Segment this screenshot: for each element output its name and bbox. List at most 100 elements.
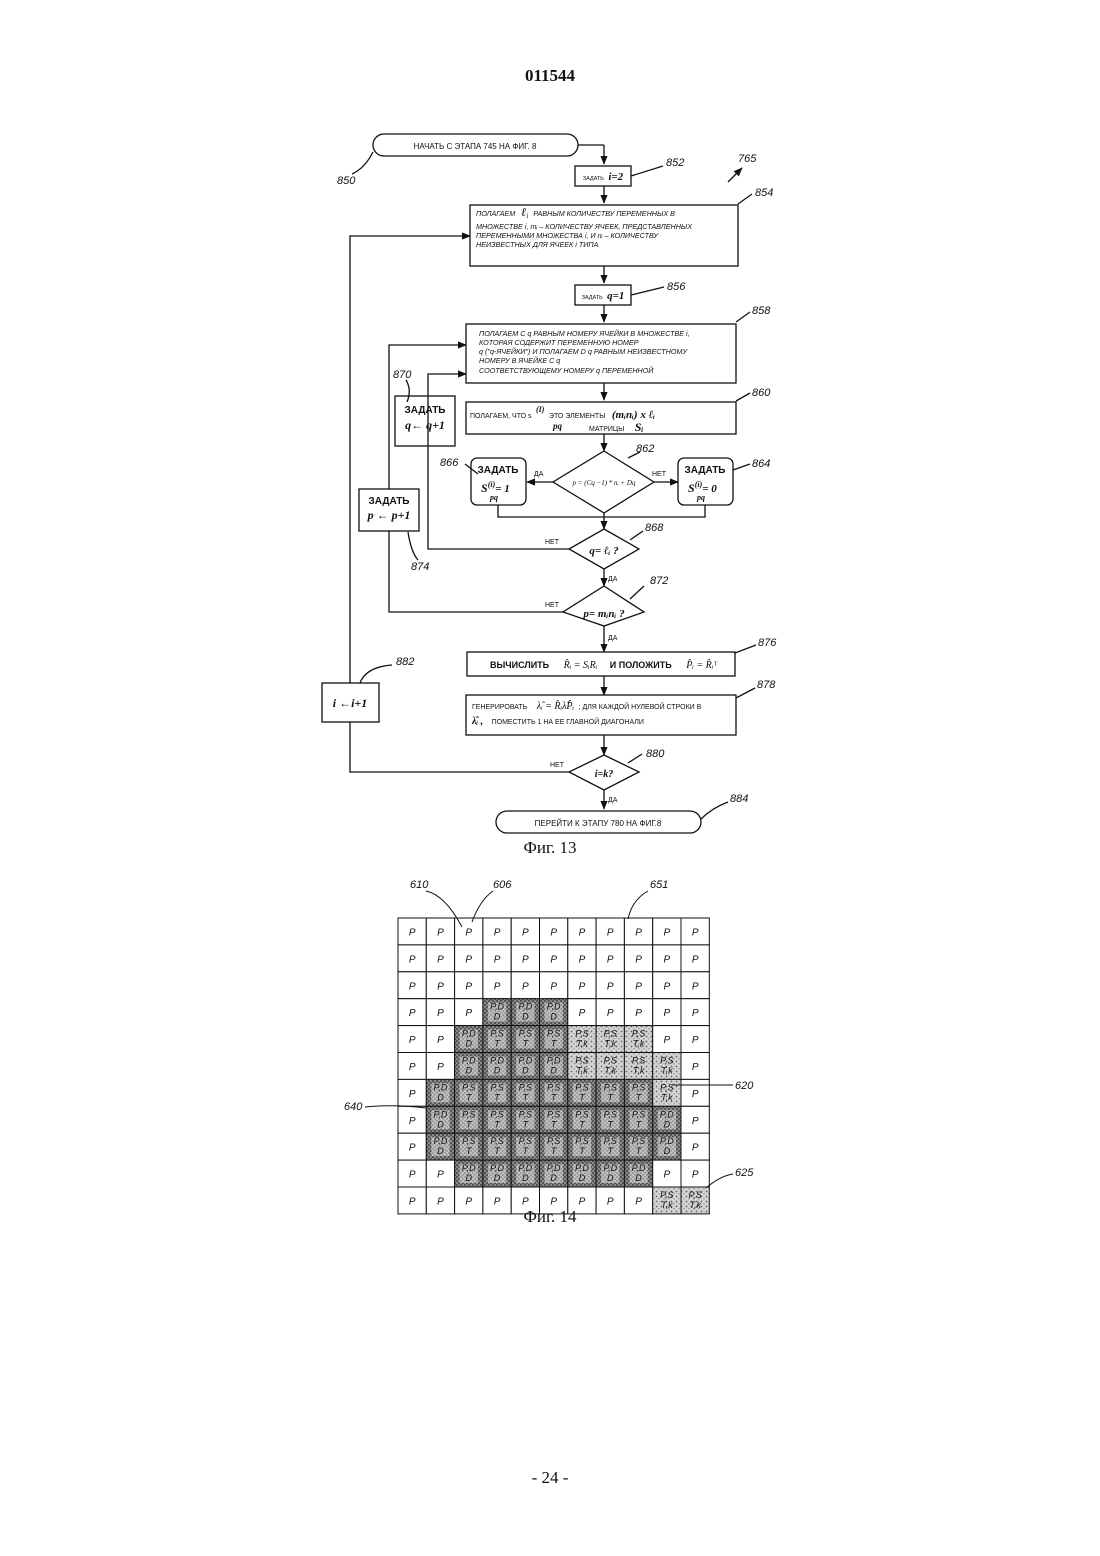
- cell-label: P: [494, 1196, 501, 1207]
- cell-label: P: [409, 1170, 416, 1181]
- cell-label: T,k: [633, 1066, 645, 1076]
- grid-cell: P: [426, 918, 454, 945]
- cell-label: P: [437, 1196, 444, 1207]
- grid-cell: P,ST: [511, 1079, 539, 1106]
- grid-cell: P,ST,k: [568, 1026, 596, 1053]
- grid-cell: P: [681, 1106, 709, 1133]
- cell-label: P: [409, 1008, 416, 1019]
- cell-label: P: [465, 927, 472, 938]
- grid-cell: P,ST,k: [568, 1053, 596, 1080]
- ref-640: 640: [344, 1101, 363, 1113]
- grid-cell: P,ST: [624, 1133, 652, 1160]
- grid-cell: P,ST: [540, 1026, 568, 1053]
- grid-cell: P,DD: [511, 1160, 539, 1187]
- cell-label: P: [635, 1196, 642, 1207]
- cell-label: P: [692, 927, 699, 938]
- cell-label: P: [635, 954, 642, 965]
- cell-label: P: [579, 927, 586, 938]
- cell-label: D: [494, 1066, 501, 1076]
- leader-765: [728, 168, 742, 182]
- cell-label: P,S: [519, 1029, 532, 1039]
- cell-label: P: [437, 981, 444, 992]
- cell-label: P,S: [547, 1109, 560, 1119]
- ref-856: 856: [667, 281, 686, 293]
- cell-label: P: [522, 981, 529, 992]
- grid-cell: P,DD: [455, 1160, 483, 1187]
- grid-cell: P: [624, 945, 652, 972]
- cell-label: P,S: [575, 1082, 588, 1092]
- cell-label: P: [437, 1170, 444, 1181]
- leader-852: [631, 166, 663, 176]
- grid-cell: P,ST: [624, 1106, 652, 1133]
- grid-cell: P: [455, 972, 483, 999]
- grid-cell: P: [596, 972, 624, 999]
- cell-label: D: [579, 1173, 586, 1183]
- cell-label: P: [607, 981, 614, 992]
- cell-label: P,S: [604, 1029, 617, 1039]
- grid-cell: P: [653, 999, 681, 1026]
- ref-866: 866: [440, 457, 459, 469]
- cell-label: P: [465, 1196, 472, 1207]
- cell-label: P,D: [547, 1163, 561, 1173]
- cell-label: P: [635, 1008, 642, 1019]
- grid-cell: P: [681, 1026, 709, 1053]
- ref-884: 884: [730, 793, 748, 805]
- cell-label: T,k: [661, 1066, 673, 1076]
- cell-label: D: [664, 1146, 671, 1156]
- decision-872: [563, 586, 644, 626]
- grid-cell: P,DD: [511, 999, 539, 1026]
- box-858-line-2: КОТОРАЯ СОДЕРЖИТ ПЕРЕМЕННУЮ НОМЕР: [479, 338, 639, 347]
- cell-label: P: [692, 1143, 699, 1154]
- cell-label: P,D: [462, 1056, 476, 1066]
- set-q-next-expr: q← q+1: [405, 418, 445, 432]
- grid-cell: P,ST: [455, 1133, 483, 1160]
- grid-cell: P: [681, 918, 709, 945]
- leader-876: [735, 645, 756, 653]
- loop-connector-i: [350, 722, 569, 772]
- grid-cell: P: [398, 1053, 426, 1080]
- cell-label: D: [466, 1066, 473, 1076]
- ref-651: 651: [650, 879, 668, 891]
- cell-label: P,S: [660, 1082, 673, 1092]
- cell-label: P,S: [462, 1082, 475, 1092]
- fig14-caption: Фиг. 14: [523, 1207, 577, 1226]
- grid-cell: P: [398, 1106, 426, 1133]
- cell-label: T,k: [661, 1200, 673, 1210]
- ref-878: 878: [757, 679, 776, 691]
- cell-label: P,S: [547, 1029, 560, 1039]
- grid-cell: P: [426, 1026, 454, 1053]
- cell-label: P,D: [490, 1163, 504, 1173]
- grid-cell: P: [426, 972, 454, 999]
- grid-cell: P: [624, 972, 652, 999]
- grid-cell: P: [568, 918, 596, 945]
- cell-label: P,S: [604, 1082, 617, 1092]
- cell-label: P,S: [632, 1082, 645, 1092]
- leader-854: [738, 194, 752, 204]
- grid-cell: P,DD: [511, 1053, 539, 1080]
- grid-cell: P,ST: [540, 1106, 568, 1133]
- grid-cell: P: [398, 1026, 426, 1053]
- box-860-sub: pq: [552, 421, 563, 431]
- grid-cell: P: [540, 945, 568, 972]
- grid-cell: P: [426, 945, 454, 972]
- cell-label: P: [409, 1089, 416, 1100]
- leader-872: [630, 586, 644, 599]
- cell-label: P,D: [603, 1163, 617, 1173]
- cell-label: P: [664, 927, 671, 938]
- leader-858: [736, 312, 750, 322]
- cell-label: P: [550, 1196, 557, 1207]
- decision-862-label: p = (Cq −1) * nᵢ + Dq: [572, 479, 636, 487]
- leader-880: [628, 754, 642, 763]
- grid-cell: P: [653, 1160, 681, 1187]
- cell-label: P,D: [660, 1109, 674, 1119]
- ref-606: 606: [493, 879, 512, 891]
- cell-label: P,S: [519, 1136, 532, 1146]
- grid-cell: P: [540, 972, 568, 999]
- leader-884: [701, 802, 728, 819]
- grid-cell: P,DD: [568, 1160, 596, 1187]
- grid-cell: P: [426, 1187, 454, 1214]
- box-876-label: ВЫЧИСЛИТЬ R̂ᵢ = SᵢRᵢ И ПОЛОЖИТЬ P̂ᵢ = R̂…: [490, 655, 718, 672]
- grid-cell: P: [483, 945, 511, 972]
- grid-cell: P: [653, 972, 681, 999]
- box-878-line-2: λ̂ᵢ , ПОМЕСТИТЬ 1 НА ЕЕ ГЛАВНОЙ ДИАГОНАЛ…: [471, 711, 644, 728]
